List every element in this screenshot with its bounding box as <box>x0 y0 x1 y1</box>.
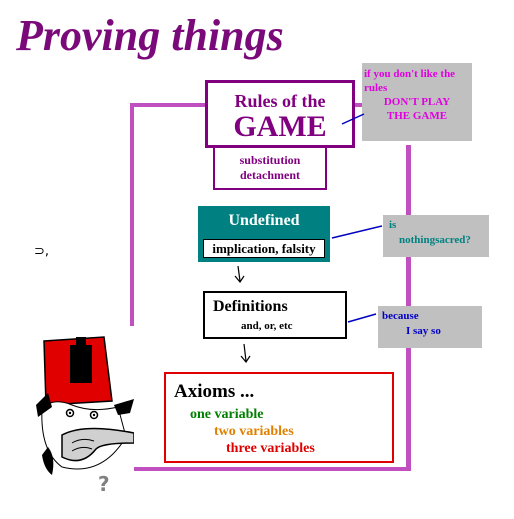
note-definitions: because I say so <box>378 306 482 348</box>
note-undefined-line2: nothingsacred? <box>399 234 471 246</box>
arrow-down-icon <box>240 343 251 364</box>
note-undefined: is nothingsacred? <box>383 215 489 257</box>
fez-character-icon <box>36 336 135 475</box>
axioms-title: Axioms ... <box>174 381 255 402</box>
undefined-title: Undefined <box>228 212 300 229</box>
definitions-sub: and, or, etc <box>241 320 293 332</box>
arrow-down-icon <box>234 265 245 284</box>
pointer-line-icon <box>341 113 365 125</box>
undefined-box: Undefined implication, falsity <box>198 206 330 262</box>
connector-bottom <box>134 467 411 471</box>
connector-right-top <box>354 103 364 107</box>
note-rules-line4: THE GAME <box>386 110 448 122</box>
axioms-box: Axioms ... one variable two variables th… <box>164 372 394 463</box>
undefined-sub: implication, falsity <box>203 239 325 258</box>
pointer-line-icon <box>347 313 377 323</box>
note-definitions-line2: I say so <box>406 325 441 337</box>
note-rules-line1: if you don't like the <box>364 68 456 80</box>
rules-sub-box: substitution detachment <box>213 148 327 190</box>
note-definitions-line1: because <box>382 310 419 322</box>
rules-detachment: detachment <box>240 168 300 182</box>
rules-title-line2: GAME <box>233 110 327 143</box>
pointer-line-icon <box>331 225 383 239</box>
page-title: Proving things <box>16 11 284 60</box>
rules-box: Rules of the GAME <box>205 80 355 148</box>
definitions-box: Definitions and, or, etc <box>203 291 347 339</box>
question-mark: ? <box>98 472 110 496</box>
note-rules: if you don't like the rules DON'T PLAY T… <box>362 63 472 141</box>
fez-character-illustration: ? <box>22 327 135 514</box>
rules-title-line1: Rules of the <box>234 91 326 111</box>
connector-left-vertical <box>130 103 134 326</box>
axioms-item-three: three variables <box>226 441 315 456</box>
axioms-item-two: two variables <box>214 424 294 439</box>
note-undefined-line1: is <box>389 219 397 231</box>
note-rules-line3: DON'T PLAY <box>383 96 451 108</box>
implication-symbol: ⊃, <box>34 244 50 259</box>
note-rules-line2: rules <box>364 82 388 94</box>
axioms-item-one: one variable <box>190 407 264 422</box>
rules-substitution: substitution <box>239 153 301 167</box>
definitions-title: Definitions <box>213 298 288 315</box>
connector-left-top <box>130 103 206 107</box>
